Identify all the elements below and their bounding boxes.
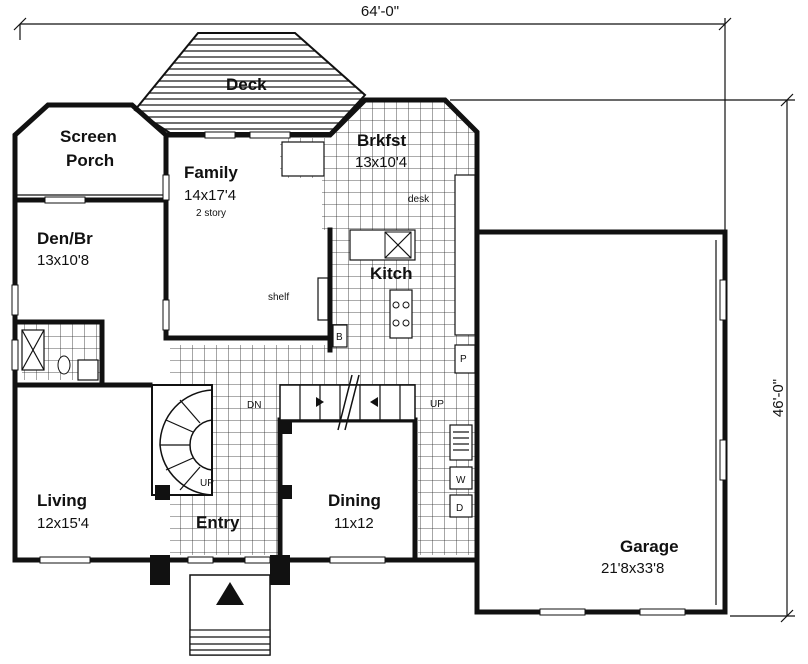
laundry bbox=[449, 424, 473, 518]
kitchen-label: Kitch bbox=[370, 264, 413, 283]
living-size: 12x15'4 bbox=[37, 515, 89, 532]
kitchen-fixtures bbox=[281, 141, 476, 374]
shelf-label: shelf bbox=[268, 292, 289, 303]
family-label: Family bbox=[184, 163, 238, 182]
stairs bbox=[151, 374, 416, 500]
width-dimension: 64'-0" bbox=[361, 3, 399, 20]
depth-dimension: 46'-0" bbox=[770, 379, 787, 417]
dryer-label: D bbox=[456, 503, 463, 514]
labels: 64'-0" 46'-0" Deck Screen Porch Family 1… bbox=[37, 3, 787, 577]
entry-label: Entry bbox=[196, 513, 240, 532]
den-label: Den/Br bbox=[37, 229, 93, 248]
dining-size: 11x12 bbox=[334, 515, 374, 532]
p-label: P bbox=[460, 354, 467, 365]
desk-label: desk bbox=[408, 194, 430, 205]
garage-label: Garage bbox=[620, 537, 679, 556]
dimension-lines bbox=[13, 17, 795, 623]
brkfst-size: 13x10'4 bbox=[355, 154, 407, 171]
screen-porch-label-1: Screen bbox=[60, 127, 117, 146]
bath-fixtures bbox=[21, 329, 99, 381]
dn-label: DN bbox=[247, 400, 261, 411]
dining-label: Dining bbox=[328, 491, 381, 510]
b-label: B bbox=[336, 332, 343, 343]
entrance-arrow-icon bbox=[216, 582, 244, 605]
garage-size: 21'8x33'8 bbox=[601, 560, 664, 577]
up-stair-label: UP bbox=[200, 478, 214, 489]
deck-label: Deck bbox=[226, 75, 267, 94]
brkfst-label: Brkfst bbox=[357, 131, 406, 150]
washer-label: W bbox=[456, 475, 466, 486]
den-size: 13x10'8 bbox=[37, 252, 89, 269]
up-hall-label: UP bbox=[430, 399, 444, 410]
family-note: 2 story bbox=[196, 208, 226, 219]
windows bbox=[11, 131, 727, 616]
screen-porch-label-2: Porch bbox=[66, 151, 114, 170]
living-label: Living bbox=[37, 491, 87, 510]
family-size: 14x17'4 bbox=[184, 187, 236, 204]
